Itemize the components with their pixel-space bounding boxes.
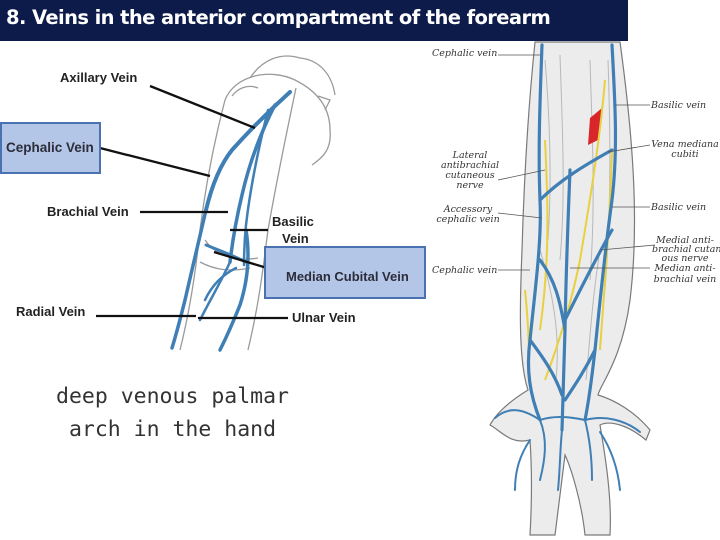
vein-network bbox=[170, 90, 292, 352]
accessory-cephalic-label-1: Accessory bbox=[443, 204, 493, 215]
lateral-nerve-label-4: nerve bbox=[456, 180, 484, 191]
axillary-vein-label: Axillary Vein bbox=[60, 70, 138, 85]
right-pointer-lines bbox=[497, 54, 656, 271]
radial-vein bbox=[170, 208, 208, 350]
slide-title: 8. Veins in the anterior compartment of … bbox=[6, 6, 551, 29]
radial-vein-label: Radial Vein bbox=[16, 304, 86, 319]
brachial-vein-label: Brachial Vein bbox=[47, 204, 129, 219]
basilic-vein-illustration bbox=[583, 43, 618, 422]
vena-mediana-label-1: Vena mediana bbox=[651, 139, 719, 150]
forearm-silhouette bbox=[489, 41, 651, 536]
forearm-veins bbox=[526, 43, 618, 432]
cephalic-vein-lower-label: Cephalic vein bbox=[432, 265, 498, 276]
median-cubital-illustration bbox=[538, 148, 614, 202]
medial-nerve-label-2: brachial cutane- bbox=[652, 244, 720, 255]
basilic-vein-top-label: Basilic vein bbox=[651, 100, 707, 111]
hand-veins bbox=[494, 409, 641, 491]
basilic-vein-label-line2: Vein bbox=[282, 231, 309, 246]
medial-nerve-label-1: Medial anti- bbox=[655, 235, 715, 246]
cephalic-vein-box: Cephalic Vein bbox=[0, 122, 101, 174]
medial-nerve-label-3: ous nerve bbox=[661, 253, 709, 264]
cephalic-vein-top-label: Cephalic vein bbox=[432, 48, 498, 59]
basilic-vein-label-line1: Basilic bbox=[272, 214, 314, 229]
lateral-nerve-label-1: Lateral bbox=[452, 150, 488, 161]
caption-text: deep venous palmar arch in the hand bbox=[56, 384, 289, 442]
pointer-lines bbox=[96, 84, 288, 320]
ulnar-vein bbox=[218, 228, 250, 352]
accessory-cephalic-label-2: cephalic vein bbox=[436, 214, 500, 225]
ulnar-vein-label: Ulnar Vein bbox=[292, 310, 356, 325]
cephalic-vein-illustration bbox=[526, 43, 544, 422]
lateral-nerve-label-3: cutaneous bbox=[445, 170, 495, 181]
median-cubital-vein-box: Median Cubital Vein bbox=[264, 246, 426, 299]
basilic-vein bbox=[242, 108, 270, 267]
vena-mediana-label-2: cubiti bbox=[671, 149, 699, 160]
lateral-nerve-label-2: antibrachial bbox=[440, 160, 500, 171]
title-bar: 8. Veins in the anterior compartment of … bbox=[0, 0, 628, 41]
basilic-vein-mid-label: Basilic vein bbox=[651, 202, 707, 213]
median-vein-label-2: brachial vein bbox=[653, 274, 717, 285]
median-vein-label-1: Median anti- bbox=[654, 263, 716, 274]
